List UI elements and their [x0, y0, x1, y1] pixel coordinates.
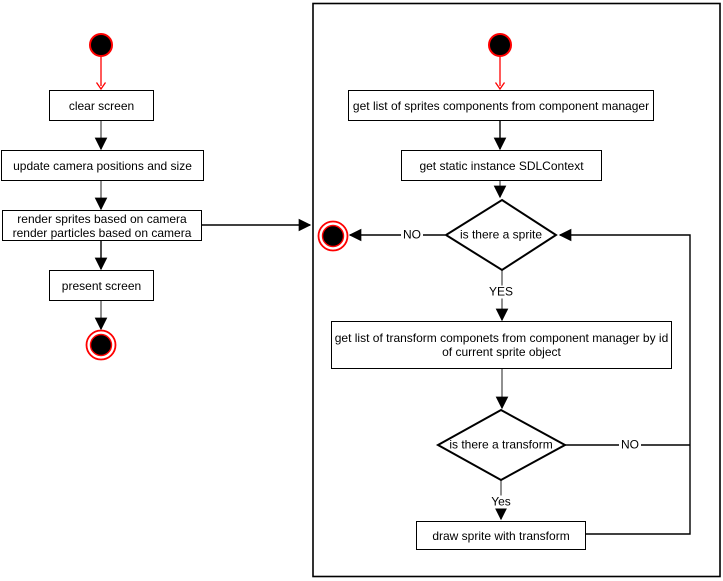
- edge-draw-loopback: [558, 228, 691, 535]
- sprite-decision-label: is there a sprite: [459, 227, 543, 242]
- subprocess-frame: [312, 2, 721, 578]
- transform-no-label: NO: [619, 437, 641, 452]
- sprite-yes-label: YES: [486, 284, 516, 299]
- step-clear-screen: clear screen: [49, 90, 154, 121]
- step-render: render sprites based on camera render pa…: [2, 210, 202, 241]
- step-render-line2: render particles based on camera: [12, 225, 192, 240]
- step-clear-screen-label: clear screen: [68, 98, 135, 113]
- final-node-left: [85, 329, 117, 361]
- step-get-transform-line1: get list of transform componets from com…: [334, 331, 669, 345]
- sprite-decision-diamond: [444, 198, 558, 272]
- step-get-transform-line2: of current sprite object: [442, 345, 561, 359]
- step-get-sprites: get list of sprites components from comp…: [348, 90, 654, 121]
- step-present-screen: present screen: [49, 270, 154, 301]
- step-update-camera: update camera positions and size: [1, 150, 204, 181]
- step-get-sdl-context-label: get static instance SDLContext: [419, 158, 584, 173]
- step-get-transform: get list of transform componets from com…: [331, 321, 672, 369]
- transform-decision-label: is there a transform: [449, 437, 553, 452]
- step-draw-sprite-label: draw sprite with transform: [432, 528, 570, 543]
- step-draw-sprite: draw sprite with transform: [416, 521, 586, 550]
- red-arrowhead-left: [95, 82, 107, 91]
- step-render-line1: render sprites based on camera: [17, 211, 187, 226]
- start-node-right: [488, 33, 512, 57]
- transform-yes-label: Yes: [489, 494, 513, 509]
- step-update-camera-label: update camera positions and size: [13, 158, 192, 173]
- step-get-sdl-context: get static instance SDLContext: [401, 150, 602, 181]
- start-node-left: [89, 33, 113, 57]
- red-arrowhead-right: [494, 82, 506, 91]
- transform-decision-diamond: [435, 408, 568, 482]
- step-present-screen-label: present screen: [61, 278, 142, 293]
- step-get-sprites-label: get list of sprites components from comp…: [352, 98, 650, 113]
- final-node-right: [317, 220, 349, 252]
- sprite-no-label: NO: [401, 227, 423, 242]
